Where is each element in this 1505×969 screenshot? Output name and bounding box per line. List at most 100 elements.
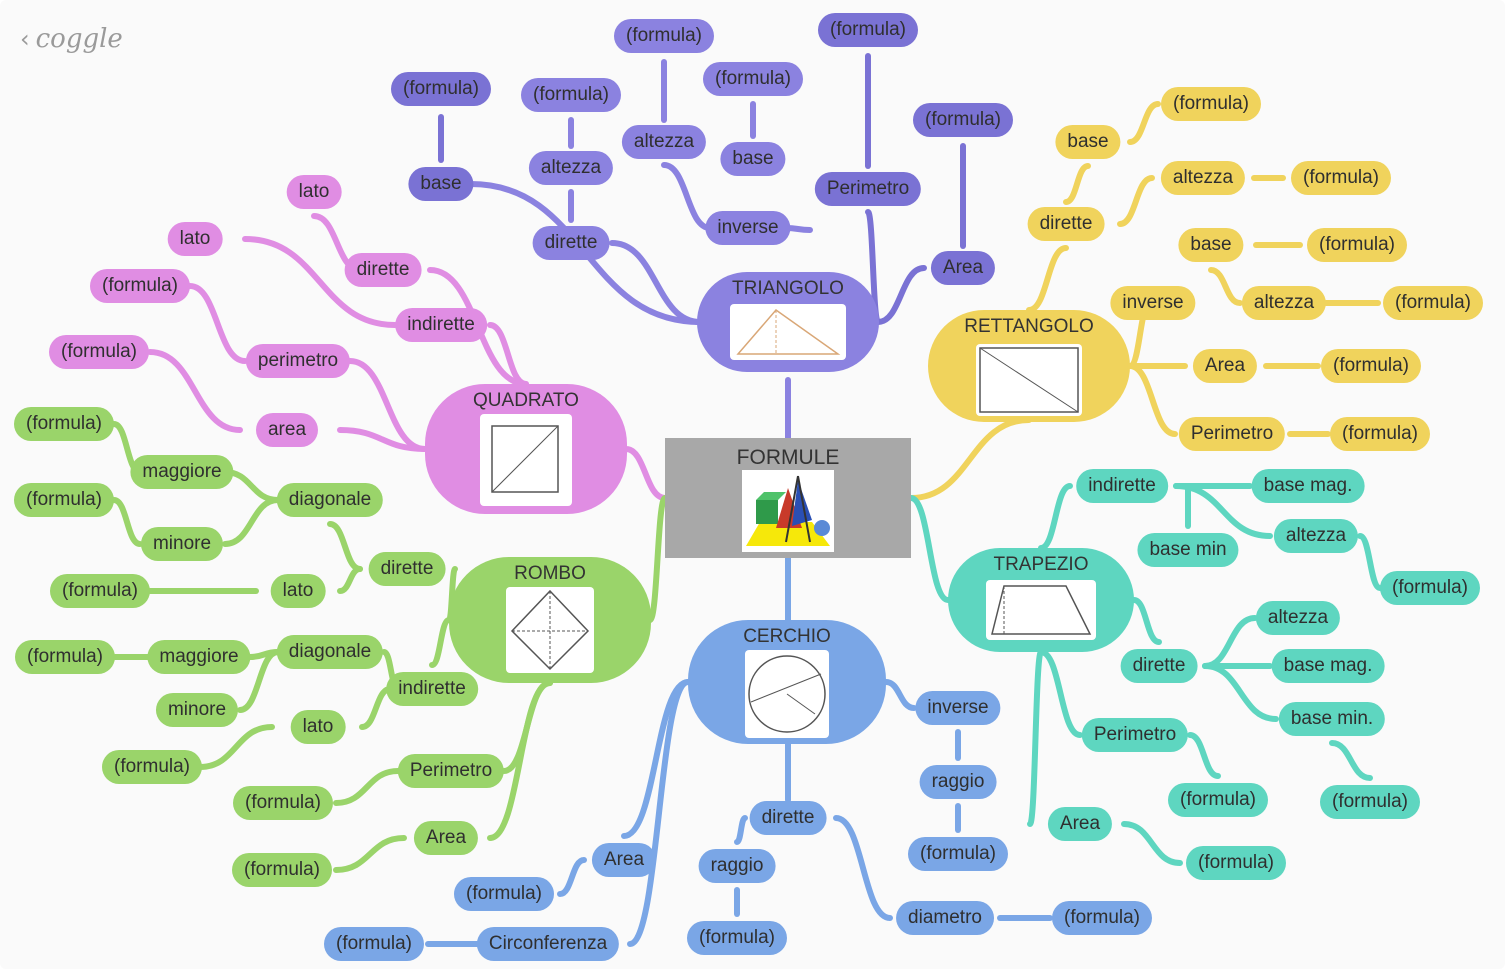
- mindmap-node[interactable]: lato: [270, 574, 326, 608]
- mindmap-node[interactable]: (formula): [13, 407, 115, 441]
- mindmap-node[interactable]: raggio: [698, 849, 776, 883]
- hub-cerchio[interactable]: CERCHIO: [688, 620, 886, 744]
- logo-text: coggle: [35, 24, 123, 54]
- mindmap-node[interactable]: (formula): [1379, 571, 1481, 605]
- mindmap-node[interactable]: altezza: [1255, 601, 1341, 635]
- hub-title: CERCHIO: [743, 626, 831, 647]
- connector-line: [623, 446, 668, 501]
- mindmap-node[interactable]: Area: [413, 821, 479, 855]
- mindmap-node[interactable]: (formula): [1185, 846, 1287, 880]
- connector-line: [734, 815, 748, 845]
- mindmap-node[interactable]: (formula): [48, 335, 150, 369]
- mindmap-node[interactable]: minore: [140, 527, 224, 561]
- mindmap-node[interactable]: (formula): [453, 877, 555, 911]
- hub-trapezio[interactable]: TRAPEZIO: [948, 548, 1134, 652]
- mindmap-node[interactable]: maggiore: [147, 640, 251, 674]
- coggle-logo[interactable]: ‹coggle: [20, 24, 123, 54]
- mindmap-node[interactable]: diagonale: [276, 483, 384, 517]
- center-node-formule[interactable]: FORMULE: [665, 438, 911, 558]
- mindmap-node[interactable]: indirette: [386, 672, 478, 706]
- mindmap-node[interactable]: (formula): [520, 78, 622, 112]
- mindmap-node[interactable]: diagonale: [276, 635, 384, 669]
- mindmap-node[interactable]: (formula): [1329, 417, 1431, 451]
- mindmap-node[interactable]: (formula): [1320, 349, 1422, 383]
- mindmap-node[interactable]: (formula): [232, 786, 334, 820]
- mindmap-node[interactable]: base: [720, 142, 786, 176]
- mindmap-node[interactable]: maggiore: [130, 455, 234, 489]
- mindmap-node[interactable]: (formula): [907, 837, 1009, 871]
- mindmap-node[interactable]: indirette: [1076, 469, 1168, 503]
- hub-quadrato[interactable]: QUADRATO: [425, 384, 627, 514]
- mindmap-node[interactable]: (formula): [231, 853, 333, 887]
- mindmap-node[interactable]: (formula): [1167, 783, 1269, 817]
- mindmap-node[interactable]: minore: [155, 693, 239, 727]
- mindmap-node[interactable]: Area: [1192, 349, 1258, 383]
- mindmap-node[interactable]: (formula): [89, 269, 191, 303]
- hub-rettangolo[interactable]: RETTANGOLO: [928, 310, 1130, 422]
- mindmap-node[interactable]: diametro: [896, 901, 994, 935]
- mindmap-node[interactable]: altezza: [528, 151, 614, 185]
- mindmap-node[interactable]: (formula): [817, 13, 919, 47]
- mindmap-node[interactable]: area: [255, 413, 319, 447]
- mindmap-node[interactable]: (formula): [912, 103, 1014, 137]
- mindmap-node[interactable]: raggio: [919, 765, 997, 799]
- mindmap-node[interactable]: lato: [290, 710, 346, 744]
- mindmap-node[interactable]: (formula): [323, 927, 425, 961]
- mindmap-node[interactable]: base: [1055, 125, 1121, 159]
- mindmap-node[interactable]: (formula): [613, 19, 715, 53]
- mindmap-node[interactable]: Perimetro: [397, 754, 505, 788]
- connector-line: [1027, 649, 1044, 827]
- mindmap-node[interactable]: (formula): [1319, 785, 1421, 819]
- mindmap-node[interactable]: (formula): [49, 574, 151, 608]
- mindmap-node[interactable]: altezza: [1160, 161, 1246, 195]
- mindmap-node[interactable]: Area: [1047, 807, 1113, 841]
- mindmap-node[interactable]: base mag.: [1251, 469, 1365, 503]
- mindmap-node[interactable]: Perimetro: [1178, 417, 1286, 451]
- mindmap-node[interactable]: base mag.: [1271, 649, 1385, 683]
- mindmap-node[interactable]: dirette: [749, 801, 827, 835]
- mindmap-node[interactable]: base min: [1137, 533, 1239, 567]
- mindmap-node[interactable]: (formula): [686, 921, 788, 955]
- mindmap-node[interactable]: dirette: [532, 226, 610, 260]
- mindmap-node[interactable]: dirette: [368, 552, 446, 586]
- mindmap-node[interactable]: (formula): [702, 62, 804, 96]
- mindmap-node[interactable]: base min.: [1278, 702, 1386, 736]
- mindmap-node[interactable]: (formula): [1382, 286, 1484, 320]
- mindmap-node[interactable]: (formula): [13, 483, 115, 517]
- hub-rombo[interactable]: ROMBO: [449, 557, 651, 683]
- mindmap-node[interactable]: inverse: [915, 691, 1001, 725]
- mindmap-node[interactable]: indirette: [395, 308, 487, 342]
- mindmap-node[interactable]: (formula): [1051, 901, 1153, 935]
- mindmap-node[interactable]: altezza: [1241, 286, 1327, 320]
- mindmap-node[interactable]: altezza: [621, 125, 707, 159]
- mindmap-node[interactable]: Area: [930, 251, 996, 285]
- connector-line: [647, 495, 668, 623]
- mindmap-node[interactable]: base: [408, 167, 474, 201]
- mindmap-node[interactable]: Area: [591, 843, 657, 877]
- mindmap-node[interactable]: dirette: [1027, 207, 1105, 241]
- mindmap-node[interactable]: Circonferenza: [476, 927, 620, 961]
- mindmap-node[interactable]: inverse: [705, 211, 791, 245]
- mindmap-node[interactable]: base: [1178, 228, 1244, 262]
- chevron-left-icon[interactable]: ‹: [20, 25, 30, 53]
- mindmap-node[interactable]: lato: [167, 222, 223, 256]
- mindmap-node[interactable]: altezza: [1273, 519, 1359, 553]
- mindmap-node[interactable]: Perimetro: [1081, 718, 1189, 752]
- mindmap-node[interactable]: lato: [286, 175, 342, 209]
- mindmap-node[interactable]: (formula): [1290, 161, 1392, 195]
- mindmap-node[interactable]: (formula): [1306, 228, 1408, 262]
- mindmap-node[interactable]: perimetro: [245, 344, 351, 378]
- mindmap-node[interactable]: (formula): [1160, 87, 1262, 121]
- mindmap-node[interactable]: inverse: [1110, 286, 1196, 320]
- mindmap-node[interactable]: dirette: [1120, 649, 1198, 683]
- mindmap-node[interactable]: dirette: [344, 253, 422, 287]
- connector-line: [487, 680, 553, 841]
- mindmap-node[interactable]: (formula): [14, 640, 116, 674]
- mindmap-node[interactable]: (formula): [390, 72, 492, 106]
- mindmap-node[interactable]: (formula): [101, 750, 203, 784]
- connector-line: [242, 236, 398, 328]
- mindmap-node[interactable]: Perimetro: [814, 172, 922, 206]
- hub-triangolo[interactable]: TRIANGOLO: [697, 272, 879, 372]
- connector-line: [1208, 267, 1243, 306]
